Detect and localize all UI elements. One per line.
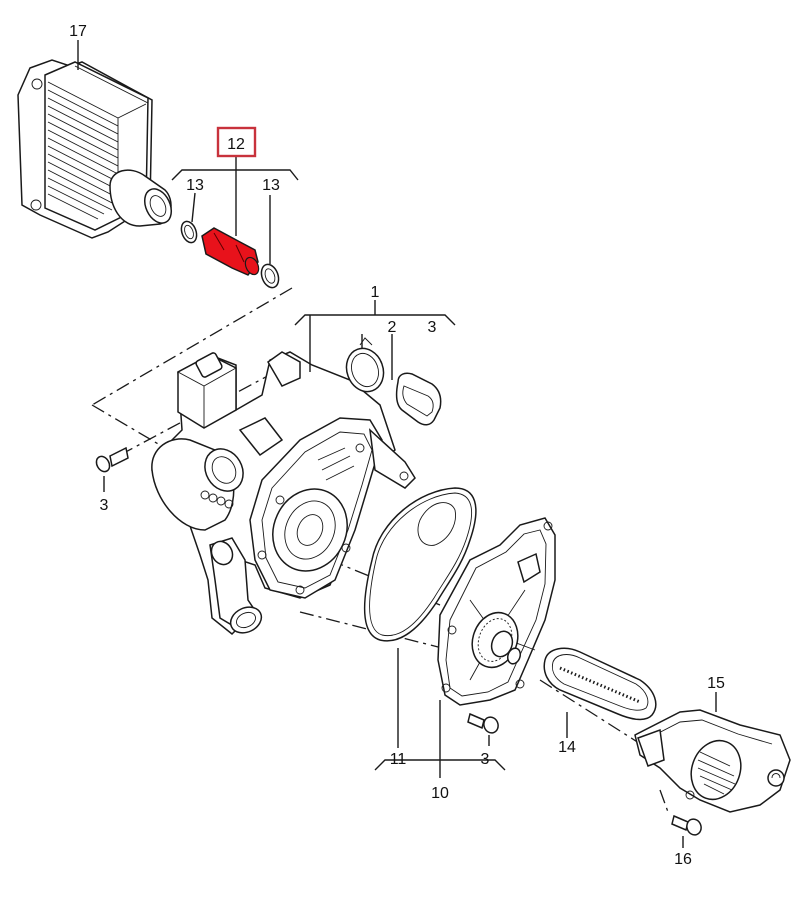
label-2[interactable]: 2 [388,319,397,336]
label-3-left[interactable]: 3 [100,497,109,514]
label-15[interactable]: 15 [707,675,725,692]
bolt-part-3-left[interactable] [94,446,129,474]
label-11[interactable]: 11 [390,751,407,768]
bolt-part-3-bottom[interactable] [467,712,500,735]
label-3-top[interactable]: 3 [428,319,437,336]
seal-part-2-round[interactable] [341,337,390,397]
label-16[interactable]: 16 [674,851,692,868]
label-13-right[interactable]: 13 [262,177,280,194]
label-12[interactable]: 12 [227,136,245,153]
seal-part-2-square[interactable] [395,372,442,426]
pump-cover-part-10[interactable] [437,517,556,706]
label-1[interactable]: 1 [371,284,380,301]
highlight-box-12 [216,126,257,158]
belt-cover-part-15[interactable] [634,709,791,813]
label-17[interactable]: 17 [69,23,87,40]
gasket-part-11[interactable] [363,487,477,642]
connector-part-12-highlighted[interactable] [201,227,261,277]
label-10[interactable]: 10 [431,785,449,802]
coolant-pump-housing-part-1[interactable] [151,351,416,638]
o-ring-part-13-right[interactable] [258,262,281,290]
o-ring-part-13-left[interactable] [179,219,200,244]
label-13-left[interactable]: 13 [186,177,204,194]
label-14[interactable]: 14 [558,739,576,756]
belt-part-14[interactable] [543,647,657,721]
bolt-part-16[interactable] [671,814,703,837]
label-3-bottom[interactable]: 3 [481,751,490,768]
leader-lines [77,40,717,848]
part-labels: 17 12 13 13 1 2 3 3 11 3 10 14 15 16 [69,23,725,868]
oil-cooler-part-17[interactable] [17,59,176,239]
